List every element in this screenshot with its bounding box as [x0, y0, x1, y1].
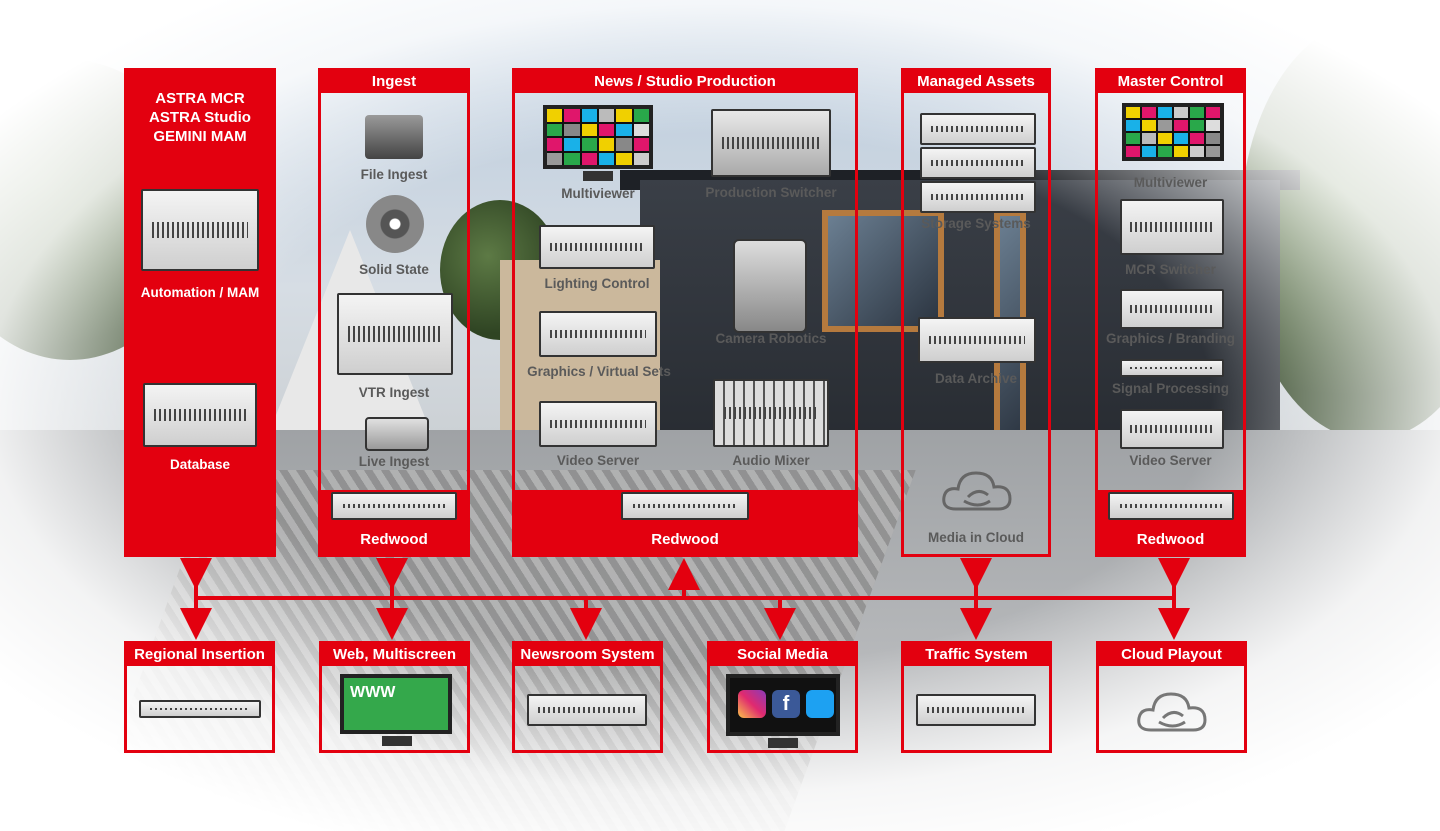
ingest-title: Ingest: [321, 71, 467, 93]
file-ingest-label: File Ingest: [360, 167, 428, 182]
redwood-rack-icon: [1108, 492, 1234, 520]
redwood-label: Redwood: [651, 531, 719, 548]
traffic-rack-icon: [916, 694, 1036, 726]
camera-icon: [365, 417, 429, 451]
signal-processing-label: Signal Processing: [1111, 381, 1230, 396]
multiviewer-label: Multiviewer: [561, 186, 635, 201]
video-server-label: Video Server: [556, 453, 640, 468]
master-panel: Master Control Multiviewer MCR Switcher …: [1095, 68, 1246, 557]
storage-rack-icon-1: [920, 113, 1036, 145]
cloud-icon: [942, 471, 1012, 511]
audio-mixer-label: Audio Mixer: [732, 453, 810, 468]
redwood-label: Redwood: [1136, 531, 1205, 548]
automation-rack-icon: [141, 189, 259, 271]
vtr-ingest-label: VTR Ingest: [358, 385, 430, 400]
database-rack-icon: [143, 383, 257, 447]
live-ingest-label: Live Ingest: [358, 454, 430, 469]
traffic-system-box: Traffic System: [901, 641, 1052, 753]
signal-processing-icon: [1120, 359, 1224, 377]
www-monitor-icon: WWW: [340, 674, 452, 734]
master-footer: Redwood: [1098, 490, 1243, 554]
audio-mixer-icon: [713, 379, 829, 447]
news-panel: News / Studio Production Multiviewer Pro…: [512, 68, 858, 557]
web-multiscreen-box: Web, Multiscreen WWW: [319, 641, 470, 753]
newsroom-system-title: Newsroom System: [515, 644, 660, 666]
multiviewer-monitor-icon: [543, 105, 653, 169]
assets-panel: Managed Assets Storage Systems Data Arch…: [901, 68, 1051, 557]
cloud-playout-title: Cloud Playout: [1099, 644, 1244, 666]
social-monitor-stand: [768, 738, 798, 748]
master-title: Master Control: [1098, 71, 1243, 93]
media-in-cloud-label: Media in Cloud: [928, 530, 1024, 545]
cloud-playout-box: Cloud Playout: [1096, 641, 1247, 753]
astra-title: ASTRA MCR ASTRA Studio GEMINI MAM: [149, 90, 251, 145]
disc-icon: [366, 195, 424, 253]
multiviewer-grid: [547, 109, 649, 165]
storage-rack-icon-3: [920, 181, 1036, 213]
traffic-system-title: Traffic System: [904, 644, 1049, 666]
news-footer: Redwood: [515, 490, 855, 554]
mcr-switcher-icon: [1120, 199, 1224, 255]
automation-mam-label: Automation / MAM: [140, 285, 260, 300]
mcr-multiviewer-icon: [1122, 103, 1224, 161]
social-monitor-icon: f: [726, 674, 840, 736]
mcr-video-server-label: Video Server: [1129, 453, 1212, 468]
cloud-playout-icon: [1137, 692, 1207, 732]
multiviewer-stand: [583, 171, 613, 181]
graphics-virtual-sets-icon: [539, 311, 657, 357]
www-monitor-stand: [382, 736, 412, 746]
graphics-branding-label: Graphics / Branding: [1105, 331, 1236, 346]
storage-systems-label: Storage Systems: [921, 216, 1031, 231]
folder-icon: [365, 115, 423, 159]
mcr-switcher-label: MCR Switcher: [1125, 262, 1216, 277]
camera-robotics-label: Camera Robotics: [715, 331, 827, 346]
data-archive-icon: [918, 317, 1036, 363]
social-media-box: Social Media f: [707, 641, 858, 753]
news-title: News / Studio Production: [515, 71, 855, 93]
assets-title: Managed Assets: [904, 71, 1048, 93]
newsroom-rack-icon: [527, 694, 647, 726]
regional-insertion-box: Regional Insertion: [124, 641, 275, 753]
solid-state-label: Solid State: [359, 262, 429, 277]
social-media-title: Social Media: [710, 644, 855, 666]
www-text: WWW: [350, 684, 396, 701]
regional-insertion-rack-icon: [139, 700, 261, 718]
web-multiscreen-title: Web, Multiscreen: [322, 644, 467, 666]
mcr-video-server-icon: [1120, 409, 1224, 449]
redwood-rack-icon: [621, 492, 749, 520]
facebook-icon: f: [772, 690, 800, 718]
newsroom-system-box: Newsroom System: [512, 641, 663, 753]
storage-rack-icon-2: [920, 147, 1036, 179]
production-switcher-icon: [711, 109, 831, 177]
mcr-multiviewer-grid: [1126, 107, 1220, 157]
redwood-rack-icon: [331, 492, 457, 520]
vtr-rack-icon: [337, 293, 453, 375]
twitter-icon: [806, 690, 834, 718]
ingest-panel: Ingest File Ingest Solid State VTR Inges…: [318, 68, 470, 557]
data-archive-label: Data Archive: [934, 371, 1018, 386]
redwood-label: Redwood: [360, 531, 428, 548]
database-label: Database: [169, 457, 231, 472]
mcr-multiviewer-label: Multiviewer: [1133, 175, 1208, 190]
camera-robotics-icon: [733, 239, 807, 333]
astra-panel: ASTRA MCR ASTRA Studio GEMINI MAM Automa…: [124, 68, 276, 557]
graphics-virtual-sets-label: Graphics / Virtual Sets: [527, 364, 671, 379]
regional-insertion-title: Regional Insertion: [127, 644, 272, 666]
instagram-icon: [738, 690, 766, 718]
lighting-control-icon: [539, 225, 655, 269]
ingest-footer: Redwood: [321, 490, 467, 554]
graphics-branding-icon: [1120, 289, 1224, 329]
video-server-icon: [539, 401, 657, 447]
lighting-control-label: Lighting Control: [544, 276, 650, 291]
production-switcher-label: Production Switcher: [705, 185, 837, 200]
